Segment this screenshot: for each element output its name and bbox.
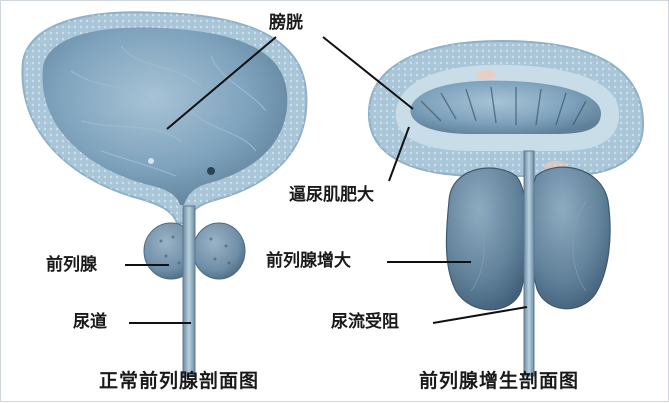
normal-bladder (22, 12, 306, 223)
label-prostate-enlarged: 前列腺增大 (266, 253, 351, 270)
enlarged-prostate-left-lobe (446, 168, 527, 310)
normal-prostate-right-lobe (193, 223, 245, 279)
label-bladder: 膀胱 (269, 15, 303, 32)
label-detrusor-hypertrophy: 逼尿肌肥大 (289, 187, 374, 204)
caption-normal: 正常前列腺剖面图 (99, 372, 259, 391)
caption-hyperplasia: 前列腺增生剖面图 (419, 372, 579, 391)
label-urethra: 尿道 (73, 314, 107, 331)
label-prostate: 前列腺 (46, 257, 97, 274)
normal-urethra (183, 206, 195, 376)
enlarged-urethra (524, 151, 534, 376)
enlarged-prostate-right-lobe (530, 167, 610, 309)
label-flow-obstructed: 尿流受阻 (331, 314, 399, 331)
enlarged-bladder (369, 41, 643, 176)
flow-obstructed-leader (433, 307, 527, 323)
